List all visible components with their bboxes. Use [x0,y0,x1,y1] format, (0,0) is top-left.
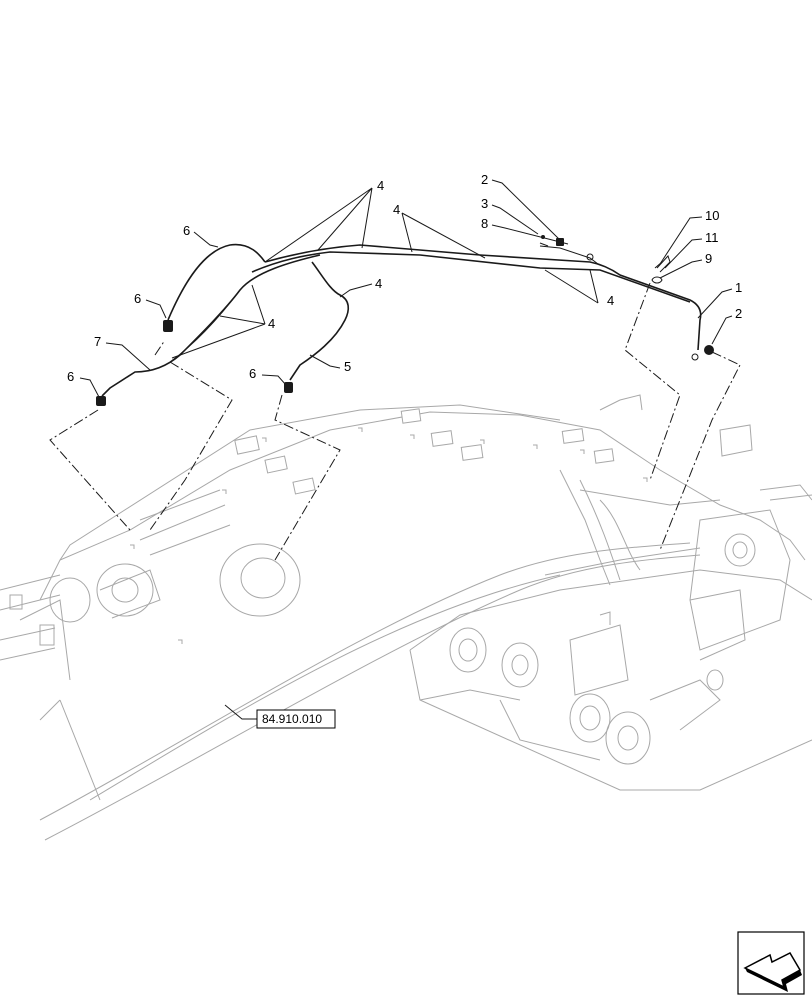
callout-7: 7 [94,334,101,349]
view-direction-arrow-icon [737,931,805,995]
boom-structure [0,394,812,841]
pipe-7 [101,254,321,397]
callout-6-lower: 6 [249,366,256,381]
callout-2-top: 2 [481,172,488,187]
callout-4-right: 4 [607,293,614,308]
pipe-bundle-upper [264,244,702,351]
callout-6-upper-hose: 6 [183,223,190,238]
fitting-6-left [96,396,106,406]
hose-6-upper [167,243,266,321]
callout-6-left: 6 [67,369,74,384]
callout-2-right: 2 [735,306,742,321]
routing-lines [49,242,741,561]
hose-5 [289,261,350,381]
callout-4-top: 4 [377,178,384,193]
grease-pipes [96,235,714,406]
reference-link[interactable]: 84.910.010 [256,709,336,729]
callout-5: 5 [344,359,351,374]
leader-lines [79,179,733,720]
pipe-bundle-lower [251,251,691,303]
callout-1: 1 [735,280,742,295]
callout-11: 11 [705,230,719,245]
callout-6-upper-fitting: 6 [134,291,141,306]
callout-3: 3 [481,196,488,211]
callout-4-second: 4 [393,202,400,217]
callout-labels: 1 2 2 3 4 4 4 4 4 5 6 6 6 6 7 8 9 10 11 [67,172,742,384]
callout-4-hose: 4 [375,276,382,291]
fitting-6-upper [163,320,173,332]
callout-10: 10 [705,208,719,223]
callout-9: 9 [705,251,712,266]
callout-4-mid: 4 [268,316,275,331]
grease-nipple-2-right [704,345,714,355]
reference-number[interactable]: 84.910.010 [262,712,322,726]
callout-8: 8 [481,216,488,231]
